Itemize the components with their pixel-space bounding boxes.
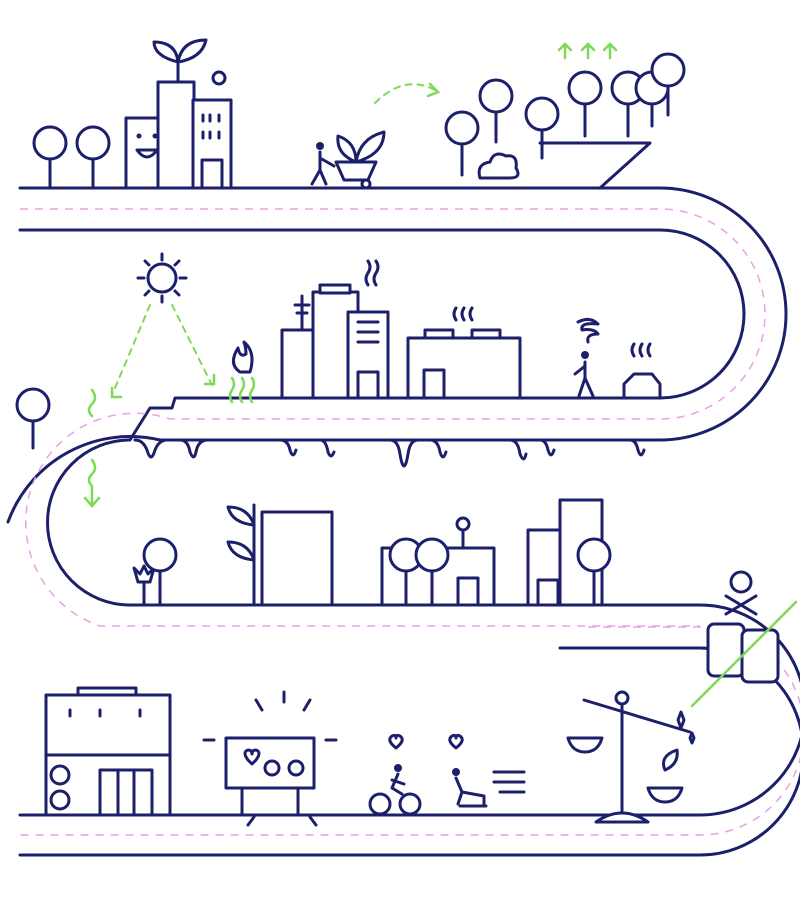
- growth-arrow: [374, 83, 438, 104]
- scooter-rider-with-heart-icon: [448, 733, 526, 808]
- row-polluting-city: [15, 252, 662, 508]
- arrow-head: [426, 82, 441, 98]
- flame-icon: [232, 340, 254, 374]
- coughing-person-icon: [573, 317, 600, 398]
- row-mobility: [44, 686, 696, 827]
- up-arrows-icon: [557, 42, 618, 60]
- sun-icon: [136, 252, 188, 304]
- cyclist-with-heart-icon: [368, 733, 422, 816]
- tulip-and-tree-icon: [132, 537, 178, 607]
- shower-bike-building-icon: [44, 686, 172, 817]
- road-edge-outer: [6, 141, 788, 524]
- factory-buildings-icon: [280, 259, 522, 400]
- smiling-building-icon: [124, 38, 233, 190]
- row-green-city: [32, 38, 686, 190]
- forest-trees-icon: [444, 52, 686, 180]
- house-with-trees-icon: [380, 516, 496, 607]
- tree-icon: [15, 387, 51, 450]
- car-icon: [622, 342, 662, 400]
- heat-waves: [228, 376, 256, 404]
- leafy-building-icon: [226, 503, 334, 607]
- strike-through-line: [690, 600, 798, 708]
- sunray-arrows: [111, 304, 213, 396]
- bike-lane-sign-icon: [202, 690, 338, 827]
- toxic-barrels-icon: [690, 570, 798, 708]
- tall-buildings-icon: [526, 498, 612, 607]
- road-edge-inner-1: [18, 228, 800, 817]
- road-crack-drips: [133, 438, 646, 468]
- arrow-head: [110, 373, 216, 399]
- balance-scale-icon: [566, 690, 696, 824]
- gardener-wheelbarrow-icon: [310, 130, 386, 190]
- heat-arrow: [83, 388, 101, 508]
- tree-icon: [32, 125, 111, 190]
- row-neighbourhood: [132, 498, 798, 708]
